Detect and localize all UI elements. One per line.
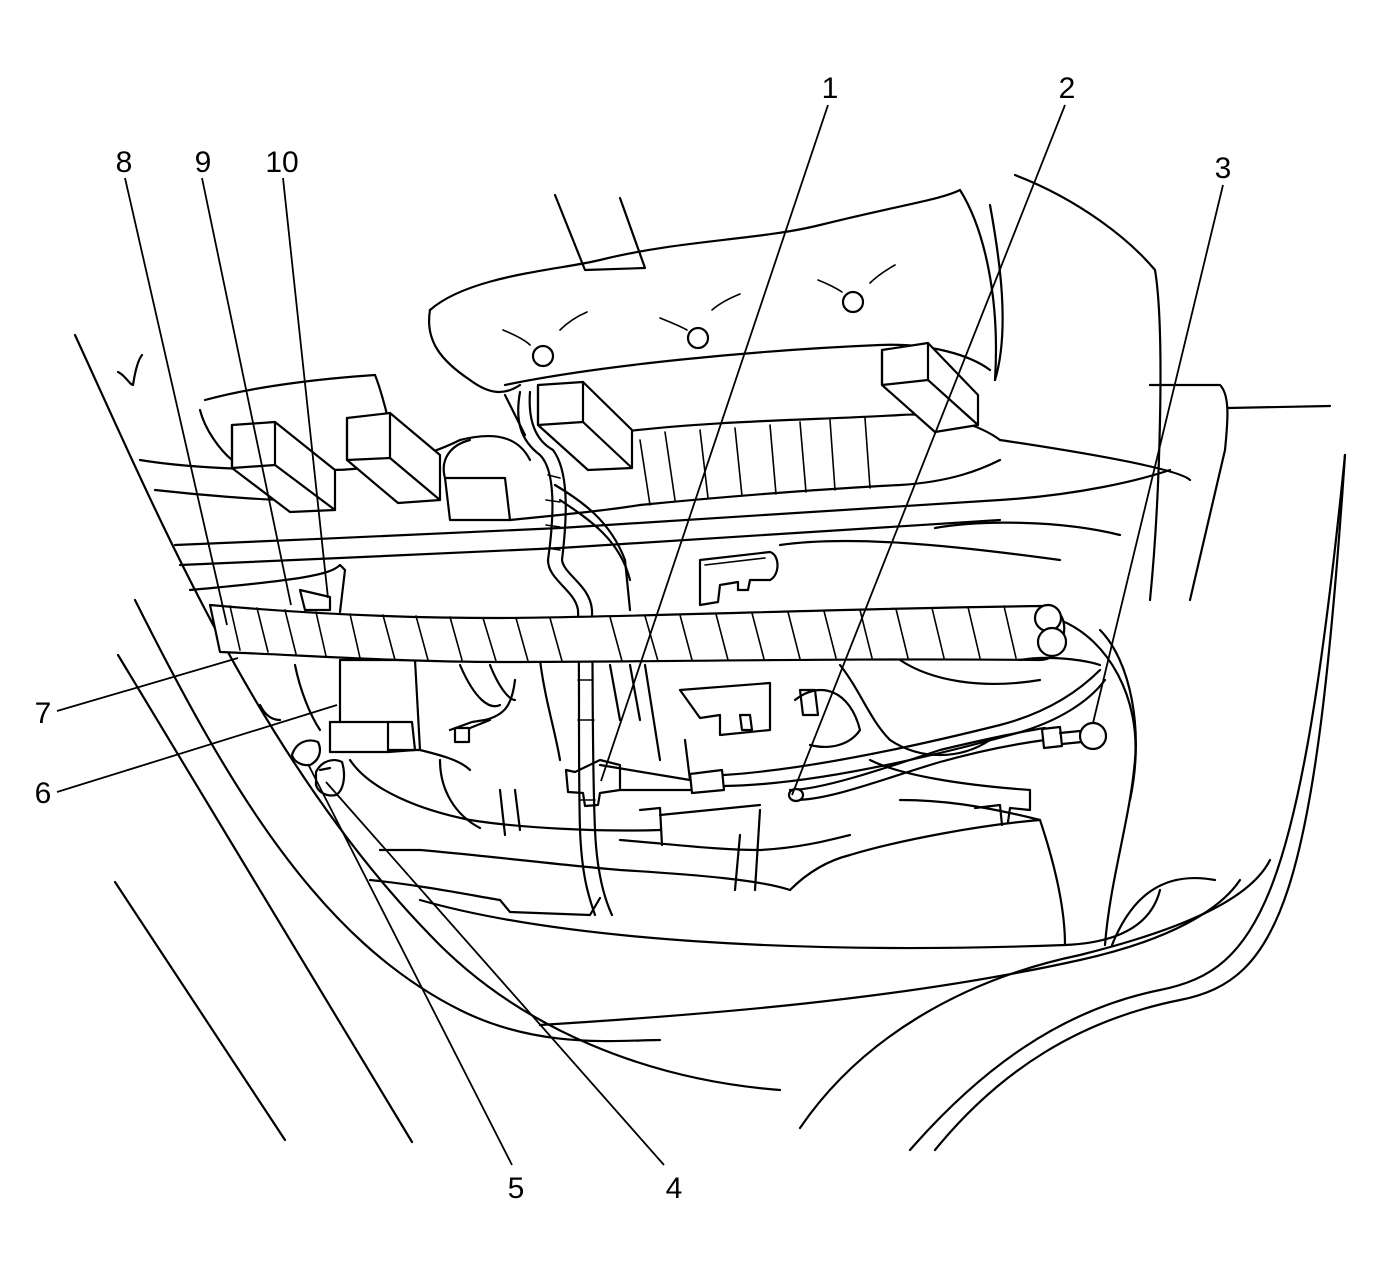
callout-9: 9: [195, 146, 212, 179]
callout-3: 3: [1215, 152, 1232, 185]
leader-10: [282, 177, 329, 599]
leader-3: [1092, 184, 1224, 724]
callout-4: 4: [666, 1172, 683, 1205]
callout-2: 2: [1059, 72, 1076, 105]
harness-clip: [290, 739, 346, 797]
callout-7: 7: [35, 697, 52, 730]
callout-5: 5: [508, 1172, 525, 1205]
leader-1: [600, 104, 829, 782]
leader-2: [791, 104, 1066, 796]
callout-8: 8: [116, 146, 133, 179]
rails: [173, 468, 1172, 614]
leader-7: [56, 657, 239, 712]
ground-wiring: [564, 656, 1108, 808]
leader-lines: [56, 104, 1224, 1166]
callout-labels: 1 2 3 4 5 6 7 8 9 10: [35, 72, 1232, 1205]
lower-assembly: [258, 658, 1067, 947]
leader-9: [201, 177, 292, 606]
callout-1: 1: [822, 72, 839, 105]
body-panels: [73, 173, 1347, 1152]
connector-blocks: [230, 341, 1002, 522]
spiral-harness: [208, 603, 1068, 664]
callout-10: 10: [265, 146, 298, 179]
leader-5: [307, 763, 513, 1166]
leader-4: [325, 781, 665, 1166]
leader-8: [124, 177, 228, 626]
callout-6: 6: [35, 777, 52, 810]
leader-6: [56, 704, 338, 793]
